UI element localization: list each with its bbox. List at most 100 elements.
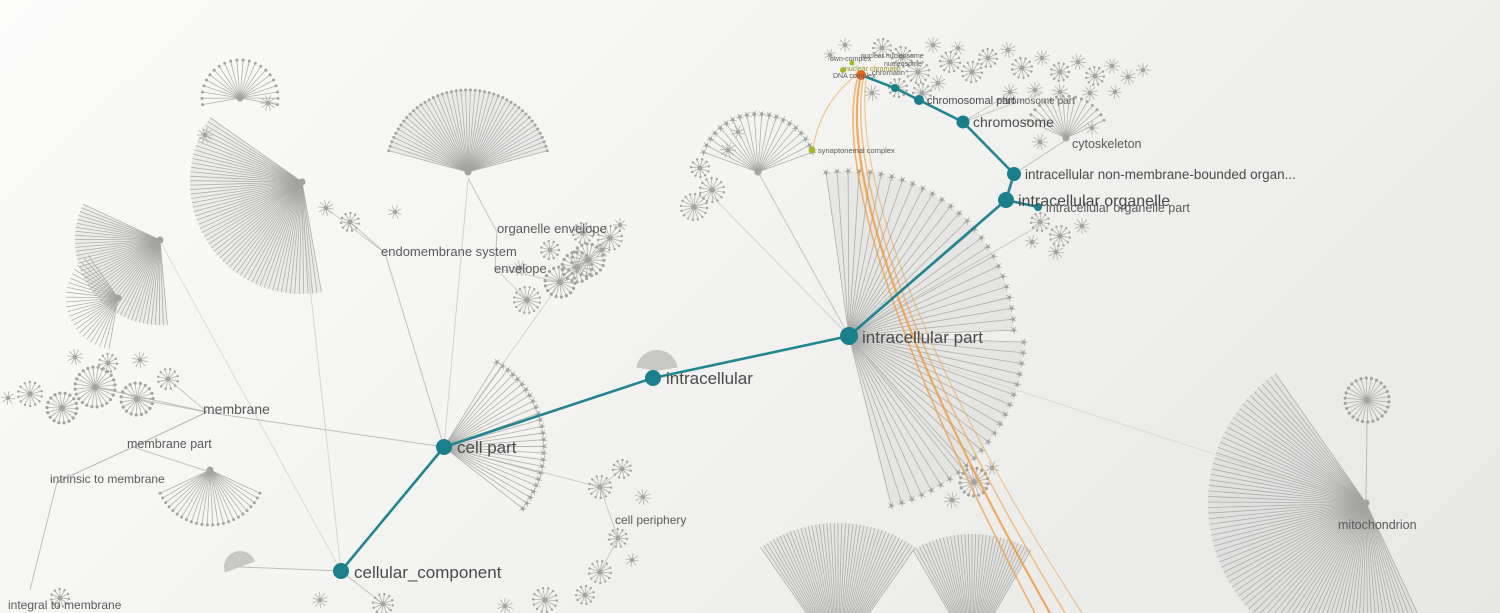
collapsed-subtree-fan[interactable]	[760, 523, 916, 613]
term-label[interactable]: chromosome part	[997, 96, 1075, 107]
collapsed-subtree-burst[interactable]	[543, 265, 577, 299]
collapsed-subtree-burst[interactable]	[513, 286, 541, 314]
collapsed-subtree-burst[interactable]	[1048, 244, 1064, 260]
collapsed-subtree-burst[interactable]	[938, 50, 962, 74]
collapsed-subtree-fan[interactable]	[66, 255, 122, 350]
collapsed-subtree-burst[interactable]	[864, 85, 880, 101]
collapsed-subtree-burst[interactable]	[925, 36, 941, 54]
collapsed-subtree-burst[interactable]	[1069, 54, 1087, 70]
collapsed-subtree-burst[interactable]	[1010, 56, 1034, 80]
collapsed-subtree-burst[interactable]	[607, 527, 629, 548]
term-label-cell-part[interactable]: cell part	[457, 438, 517, 457]
collapsed-subtree-burst[interactable]	[587, 474, 613, 500]
term-label[interactable]: intracellular organelle part	[1046, 201, 1190, 215]
collapsed-subtree-burst[interactable]	[49, 587, 71, 608]
accent-node[interactable]	[840, 67, 846, 73]
term-label-chromosome[interactable]: chromosome	[973, 114, 1054, 130]
collapsed-subtree-burst[interactable]	[1000, 42, 1016, 58]
half-disc-subtree[interactable]	[636, 350, 678, 371]
go-term-node-intracellular-organelle-part[interactable]	[1034, 203, 1042, 211]
collapsed-subtree-burst[interactable]	[1084, 120, 1100, 136]
collapsed-subtree-burst[interactable]	[1027, 81, 1043, 99]
go-term-node-intracellular-nmb-organelle[interactable]	[1007, 167, 1021, 181]
collapsed-subtree-burst[interactable]	[1, 391, 15, 405]
collapsed-subtree-fan[interactable]	[822, 167, 1018, 340]
collapsed-subtree-burst[interactable]	[1034, 49, 1050, 67]
collapsed-subtree-burst[interactable]	[531, 586, 559, 613]
term-label[interactable]: membrane part	[127, 437, 212, 451]
collapsed-subtree-burst[interactable]	[67, 349, 83, 365]
collapsed-subtree-burst[interactable]	[511, 260, 529, 276]
collapsed-subtree-burst[interactable]	[97, 352, 119, 373]
collapsed-subtree-fan[interactable]	[1208, 373, 1433, 613]
accent-node[interactable]	[849, 60, 855, 66]
collapsed-subtree-burst[interactable]	[719, 142, 737, 158]
collapsed-subtree-burst[interactable]	[1048, 224, 1072, 248]
collapsed-subtree-burst[interactable]	[612, 217, 628, 233]
term-label[interactable]: cytoskeleton	[1072, 137, 1142, 151]
term-label[interactable]: integral to membrane	[8, 598, 122, 612]
collapsed-subtree-fan[interactable]	[190, 117, 322, 294]
collapsed-subtree-burst[interactable]	[1029, 211, 1051, 232]
collapsed-subtree-burst[interactable]	[625, 553, 639, 567]
term-label-intracellular-part[interactable]: intracellular part	[862, 328, 983, 347]
collapsed-subtree-burst[interactable]	[930, 75, 946, 91]
collapsed-subtree-burst[interactable]	[1136, 63, 1150, 77]
collapsed-subtree-burst[interactable]	[540, 239, 561, 261]
collapsed-subtree-burst[interactable]	[1025, 235, 1039, 249]
term-label[interactable]: synaptonemal complex	[818, 146, 895, 155]
collapsed-subtree-burst[interactable]	[611, 458, 633, 479]
term-label[interactable]: nuclear chromatin	[845, 66, 901, 73]
collapsed-subtree-burst[interactable]	[960, 60, 984, 84]
accent-node[interactable]	[808, 146, 816, 154]
term-label[interactable]: cell periphery	[615, 513, 686, 527]
collapsed-subtree-burst[interactable]	[951, 41, 965, 55]
term-label[interactable]: chromatin	[872, 68, 905, 77]
collapsed-subtree-burst[interactable]	[73, 365, 117, 409]
collapsed-subtree-burst[interactable]	[594, 241, 610, 259]
term-label-intracellular[interactable]: intracellular	[666, 369, 753, 388]
go-term-node-chromosome[interactable]	[956, 115, 970, 129]
collapsed-subtree-burst[interactable]	[871, 37, 892, 59]
collapsed-subtree-burst[interactable]	[1082, 84, 1098, 102]
term-label[interactable]: envelope	[494, 261, 547, 276]
term-label[interactable]: intrinsic to membrane	[50, 472, 165, 486]
go-term-node-intracellular-organelle[interactable]	[998, 192, 1014, 208]
collapsed-subtree-burst[interactable]	[1085, 65, 1106, 86]
collapsed-subtree-burst[interactable]	[497, 597, 513, 613]
collapsed-subtree-burst[interactable]	[679, 192, 709, 222]
collapsed-subtree-burst[interactable]	[905, 59, 931, 84]
collapsed-subtree-fan[interactable]	[1026, 94, 1106, 142]
collapsed-subtree-fan[interactable]	[699, 110, 817, 176]
collapsed-subtree-burst[interactable]	[560, 250, 594, 284]
collapsed-subtree-burst[interactable]	[1031, 134, 1049, 150]
go-term-node-intracellular[interactable]	[645, 370, 661, 386]
term-label[interactable]: organelle envelope	[497, 221, 607, 236]
collapsed-subtree-fan[interactable]	[158, 466, 262, 527]
term-label-intracellular-nmb-organelle[interactable]: intracellular non-membrane-bounded organ…	[1025, 167, 1296, 182]
collapsed-subtree-burst[interactable]	[119, 381, 155, 417]
collapsed-subtree-burst[interactable]	[388, 205, 402, 219]
collapsed-subtree-fan[interactable]	[387, 88, 549, 176]
collapsed-subtree-burst[interactable]	[985, 461, 999, 475]
collapsed-subtree-burst[interactable]	[339, 211, 361, 232]
collapsed-subtree-burst[interactable]	[571, 221, 595, 245]
collapsed-subtree-fan[interactable]	[200, 58, 280, 107]
go-term-node-chromatin-link[interactable]	[891, 84, 899, 92]
collapsed-subtree-burst[interactable]	[132, 351, 148, 369]
collapsed-subtree-burst[interactable]	[1103, 58, 1121, 74]
go-term-node-intracellular-part[interactable]	[840, 327, 858, 345]
collapsed-subtree-burst[interactable]	[1108, 85, 1122, 99]
go-term-node-nucleosome[interactable]	[856, 70, 866, 80]
go-term-node-cellular-component[interactable]	[333, 563, 349, 579]
collapsed-subtree-burst[interactable]	[17, 380, 43, 408]
term-label[interactable]: mitochondrion	[1338, 518, 1417, 532]
collapsed-subtree-burst[interactable]	[574, 584, 595, 606]
collapsed-subtree-burst[interactable]	[977, 47, 999, 68]
collapsed-subtree-burst[interactable]	[635, 489, 651, 505]
go-term-node-chromosomal-part[interactable]	[914, 95, 924, 105]
collapsed-subtree-burst[interactable]	[944, 491, 960, 509]
term-label[interactable]: nuclear nucleosome	[861, 53, 924, 60]
